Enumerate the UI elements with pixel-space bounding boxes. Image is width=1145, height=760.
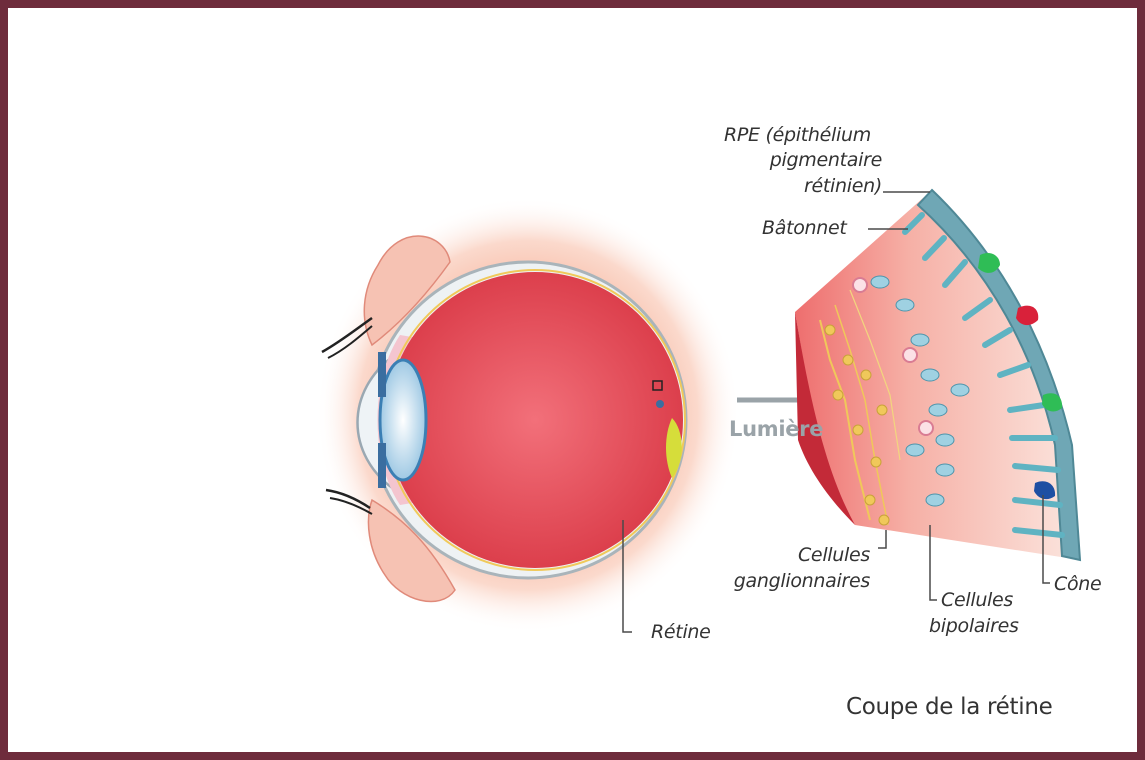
rpe-label-line2: pigmentaire (724, 149, 882, 171)
bipolar-label-line2: bipolaires (929, 615, 1019, 637)
lumiere-label: Lumière (729, 417, 823, 441)
retina-section-icon (795, 190, 1080, 560)
vitreous (387, 272, 683, 568)
ganglion-label-line2: ganglionnaires (700, 570, 870, 592)
rpe-label-line3: rétinien) (724, 175, 882, 197)
eye-cross-section-icon (316, 197, 740, 633)
bipolar-label-line1: Cellules (941, 589, 1013, 611)
ganglion-label-line1: Cellules (700, 544, 870, 566)
cone-red (1016, 306, 1038, 325)
diagram-caption: Coupe de la rétine (846, 694, 1052, 720)
retine-label: Rétine (651, 621, 711, 643)
lens (380, 360, 426, 480)
iris (378, 352, 386, 397)
rpe-label-line1: RPE (épithélium (724, 124, 871, 146)
cone-label: Cône (1054, 573, 1101, 595)
ganglion-leader (878, 530, 886, 548)
batonnet-label: Bâtonnet (762, 217, 847, 239)
